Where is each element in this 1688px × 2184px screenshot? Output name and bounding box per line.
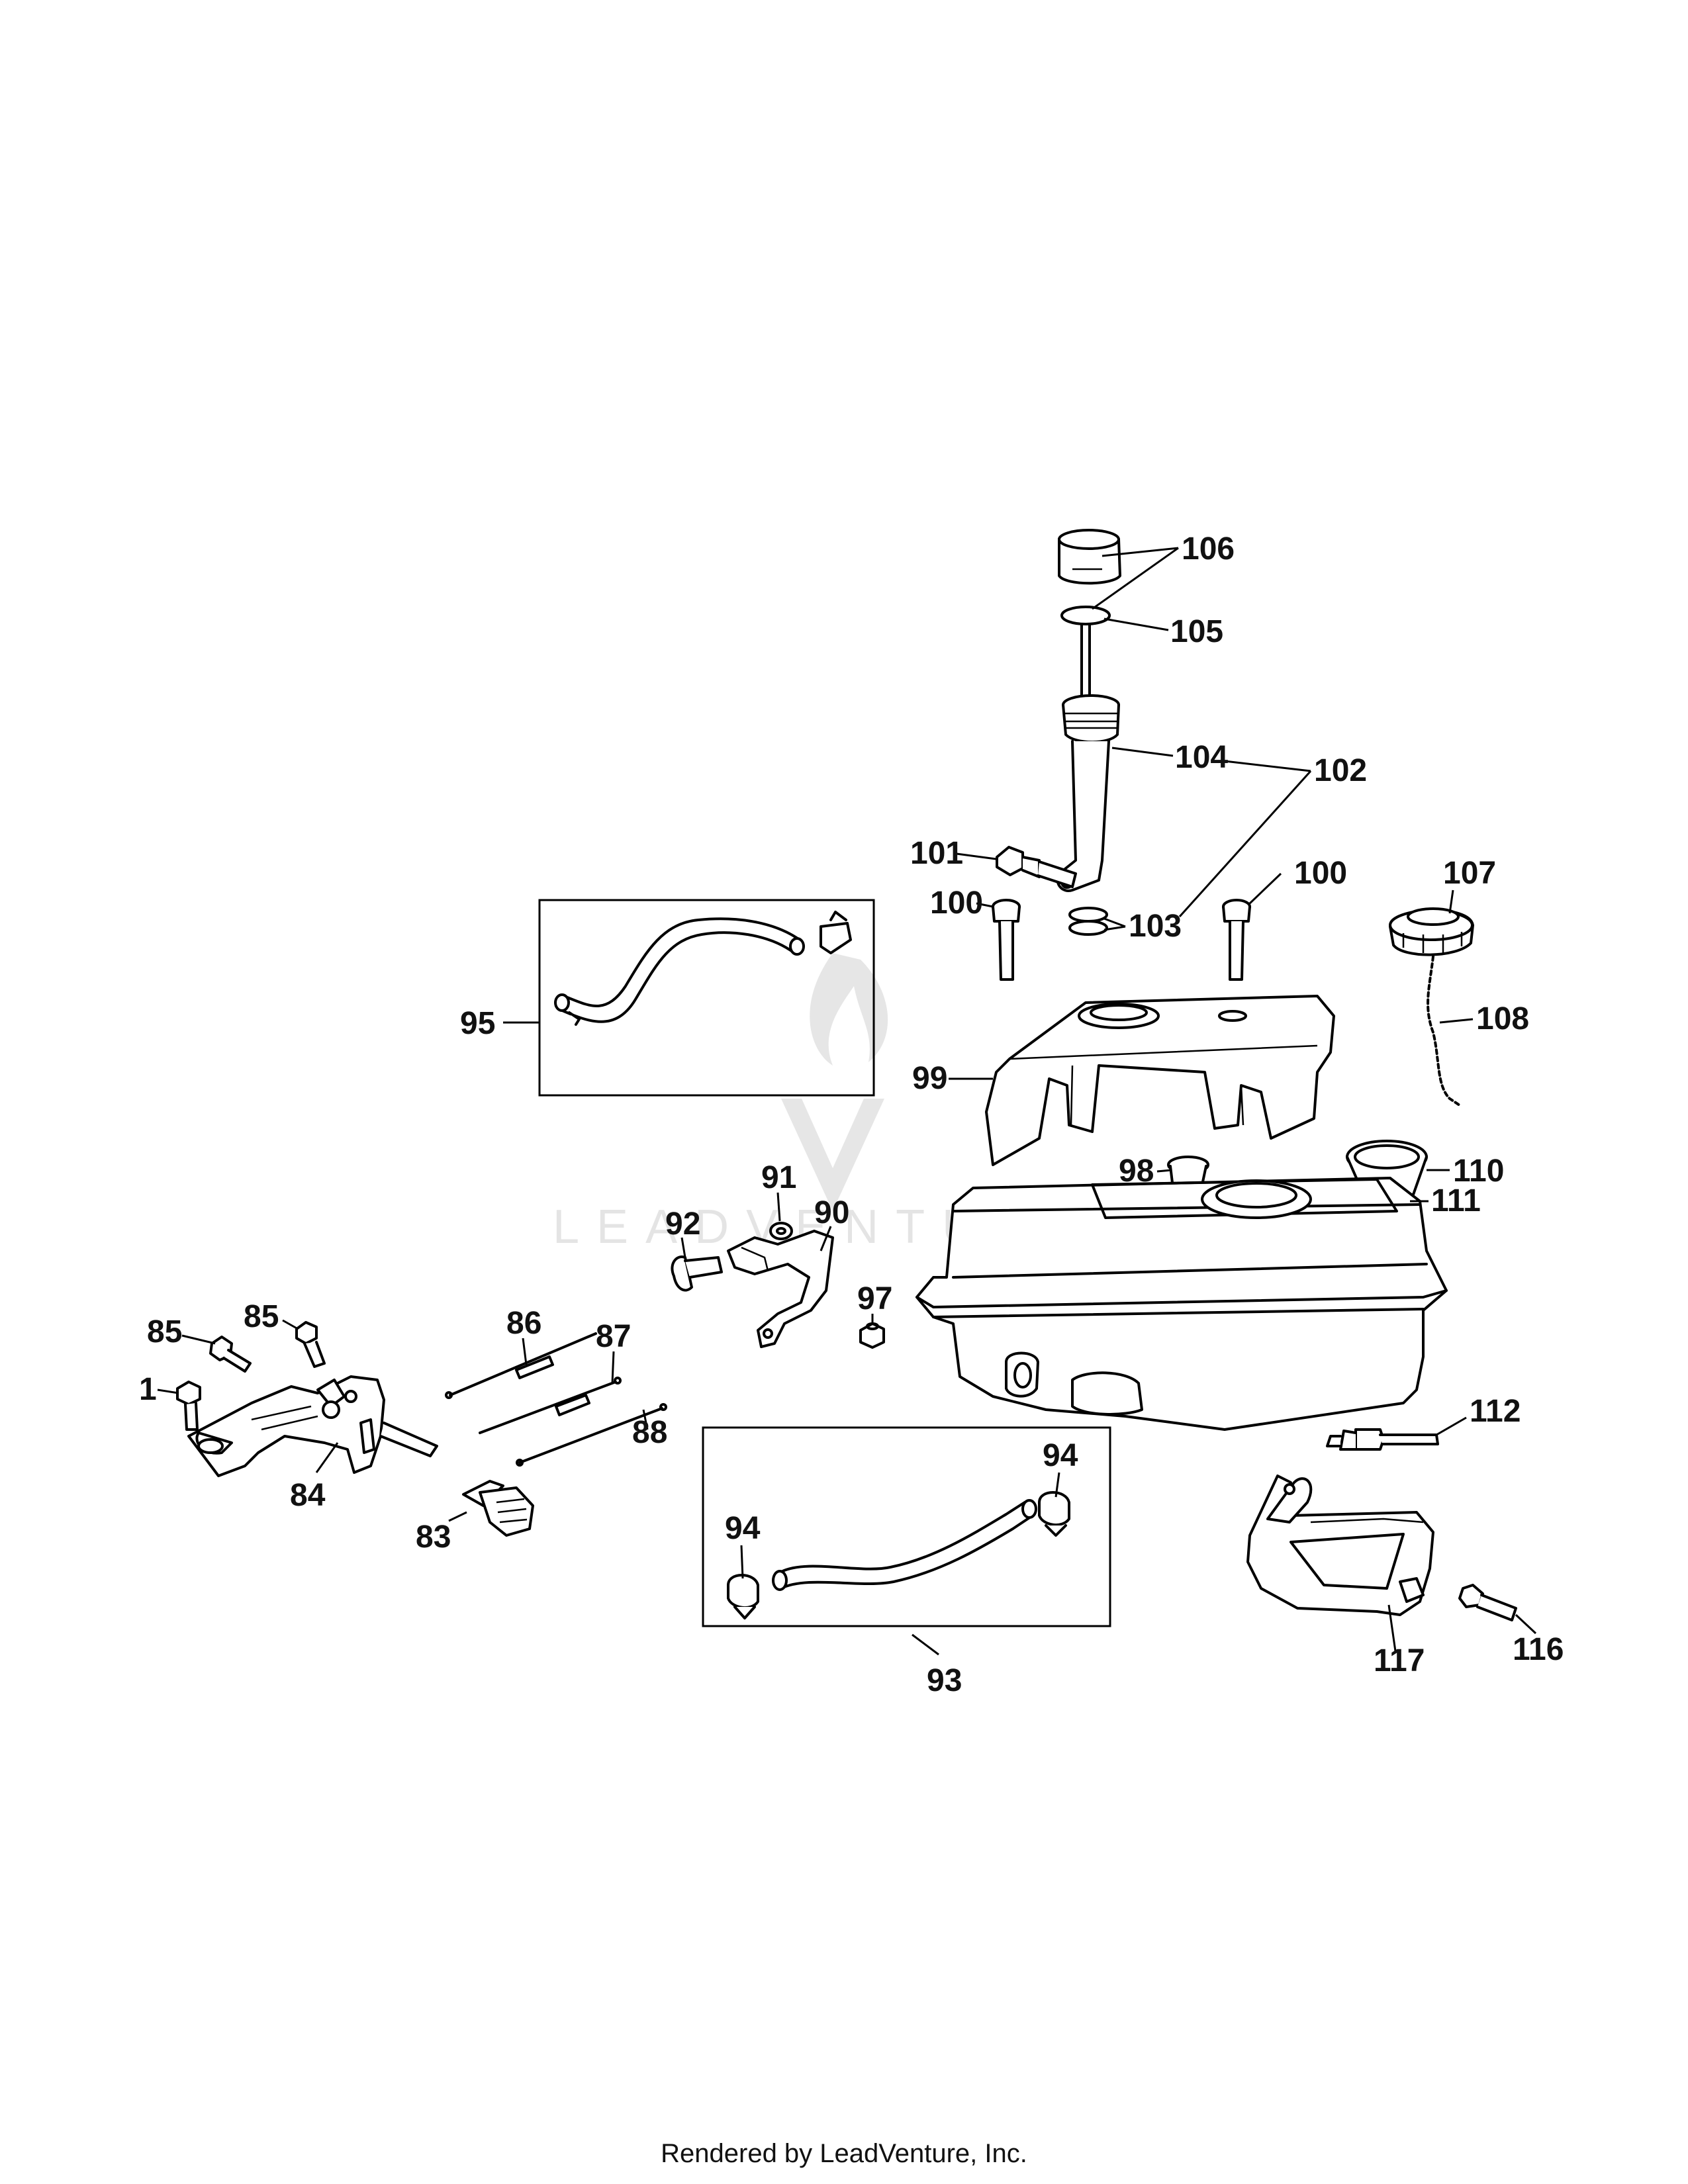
callout-85-right: 85 <box>244 1299 279 1334</box>
leader-93 <box>912 1633 939 1656</box>
bolt-92 <box>671 1255 723 1292</box>
leader-94-left <box>740 1545 744 1579</box>
o-ring <box>1060 606 1111 625</box>
footer-credit: Rendered by LeadVenture, Inc. <box>661 2139 1027 2168</box>
leader-105 <box>1103 617 1169 631</box>
callout-88: 88 <box>632 1415 667 1450</box>
leader-117 <box>1387 1604 1397 1652</box>
bolt-1 <box>176 1381 201 1431</box>
choke-knob <box>462 1480 534 1537</box>
leader-85-left <box>181 1334 216 1345</box>
fuel-line-93 <box>727 1491 1070 1619</box>
bolt-100-left <box>992 899 1021 981</box>
callout-83: 83 <box>416 1520 451 1555</box>
gasket-upper <box>1068 907 1108 923</box>
fuel-cap-chain <box>1427 955 1461 1107</box>
leader-101 <box>956 852 997 860</box>
fuel-line-95 <box>554 911 852 1026</box>
leader-1 <box>157 1388 179 1394</box>
leader-85-right <box>282 1319 299 1330</box>
callout-86: 86 <box>506 1306 541 1341</box>
callout-93: 93 <box>927 1663 962 1698</box>
callout-98: 98 <box>1119 1154 1154 1189</box>
dipstick-cap <box>1058 529 1121 585</box>
spring-rod-86 <box>445 1332 597 1399</box>
callout-85-left: 85 <box>147 1314 182 1349</box>
leader-108 <box>1439 1018 1474 1024</box>
leader-84 <box>315 1442 339 1473</box>
bolt-100-right <box>1222 899 1251 981</box>
callout-92: 92 <box>665 1206 700 1242</box>
tank-bracket <box>1246 1475 1434 1616</box>
oil-fill-tube <box>1056 694 1120 892</box>
spring-rod-87 <box>479 1377 622 1434</box>
callout-103: 103 <box>1129 909 1182 944</box>
leader-103 <box>1103 917 1126 931</box>
callout-90: 90 <box>814 1195 849 1230</box>
callout-87: 87 <box>596 1319 631 1354</box>
callout-84: 84 <box>290 1478 326 1513</box>
callout-111: 111 <box>1431 1183 1481 1218</box>
rod-88 <box>516 1403 667 1467</box>
callout-91: 91 <box>761 1160 796 1195</box>
bolt-85-left <box>209 1336 252 1373</box>
callout-101: 101 <box>910 836 963 871</box>
dipstick-rod <box>1080 624 1091 696</box>
callout-1: 1 <box>139 1372 157 1407</box>
leader-112 <box>1436 1416 1467 1436</box>
gasket-lower <box>1068 920 1108 936</box>
leader-86 <box>522 1338 528 1365</box>
callout-105: 105 <box>1170 614 1223 649</box>
bracket-90 <box>727 1230 834 1348</box>
callout-95: 95 <box>460 1006 495 1041</box>
callout-100-right: 100 <box>1294 856 1347 891</box>
bolt-116 <box>1458 1584 1517 1621</box>
fuel-cap <box>1389 907 1474 956</box>
leader-98 <box>1156 1169 1172 1173</box>
fuel-tank <box>915 1177 1448 1431</box>
leader-83 <box>448 1511 467 1522</box>
leader-104 <box>1111 747 1174 757</box>
callout-110: 110 <box>1453 1154 1504 1189</box>
callout-107: 107 <box>1443 856 1496 891</box>
fuel-shutoff-valve <box>1326 1428 1439 1451</box>
bolt-101 <box>996 846 1077 888</box>
leader-90 <box>820 1226 832 1251</box>
bolt-85-right <box>295 1321 326 1368</box>
leader-100-right <box>1248 872 1282 905</box>
callout-108: 108 <box>1476 1001 1529 1036</box>
callout-100-left: 100 <box>930 886 983 921</box>
callout-104: 104 <box>1175 740 1228 775</box>
callout-117: 117 <box>1374 1643 1425 1678</box>
callout-99: 99 <box>912 1061 947 1096</box>
fuel-tank-shroud <box>985 995 1335 1166</box>
leader-88 <box>642 1409 649 1430</box>
callout-97: 97 <box>857 1281 892 1316</box>
callout-116: 116 <box>1513 1632 1564 1667</box>
fuel-filter-basket <box>1346 1140 1428 1196</box>
leader-92 <box>680 1237 686 1258</box>
callout-112: 112 <box>1470 1394 1521 1429</box>
leader-116 <box>1515 1614 1537 1635</box>
callout-94-right: 94 <box>1043 1438 1078 1473</box>
callout-94-left: 94 <box>725 1511 761 1546</box>
nut-91 <box>769 1222 793 1240</box>
leader-106 <box>1092 547 1179 610</box>
nut-97 <box>859 1322 885 1349</box>
throttle-control <box>187 1375 438 1477</box>
leader-100-left <box>976 902 994 908</box>
callout-102: 102 <box>1314 753 1367 788</box>
callout-106: 106 <box>1182 531 1235 567</box>
leader-91 <box>776 1192 781 1222</box>
group-box-93 <box>702 1426 1111 1627</box>
leader-102 <box>1178 760 1312 918</box>
leader-94-right <box>1055 1472 1060 1498</box>
leader-87 <box>611 1351 615 1384</box>
group-box-95 <box>538 899 875 1097</box>
leader-107 <box>1448 889 1454 914</box>
